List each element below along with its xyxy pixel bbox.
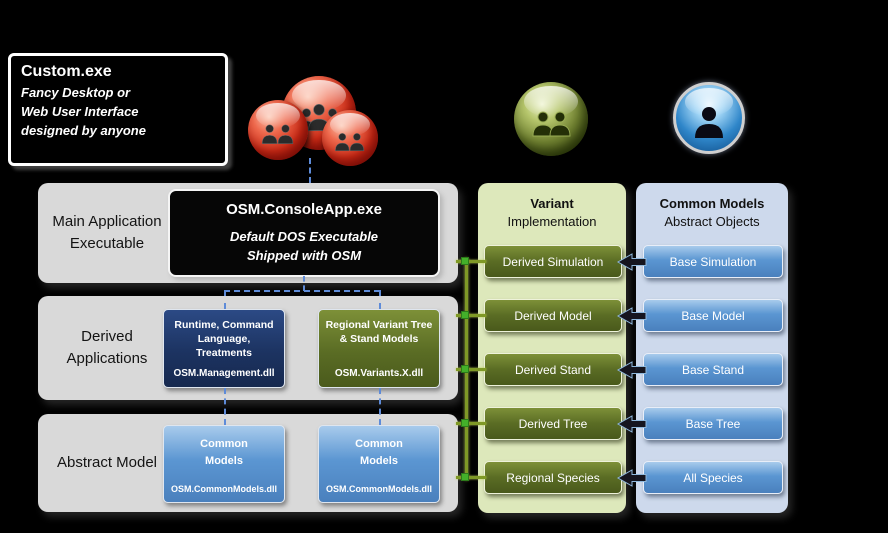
common-models-dll-name: OSM.CommonModels.dll bbox=[325, 484, 432, 494]
abstract-model-row: Abstract Model Common Models OSM.CommonM… bbox=[38, 414, 458, 512]
variant-column-subtitle: Implementation bbox=[507, 214, 597, 229]
common-models-column: Common Models Abstract Objects bbox=[636, 183, 788, 513]
green-node-square bbox=[461, 257, 469, 265]
connector-users-to-console bbox=[309, 158, 311, 183]
connector-branch-left bbox=[224, 290, 226, 309]
variant-item-regional-species: Regional Species bbox=[484, 461, 622, 494]
abstract-model-label: Abstract Model bbox=[56, 454, 158, 472]
inheritance-arrow bbox=[616, 253, 647, 271]
green-node-square bbox=[461, 419, 469, 427]
common-column-subtitle: Abstract Objects bbox=[664, 214, 760, 229]
derived-applications-label: Derived Applications bbox=[66, 328, 148, 367]
common-models-box-left: Common Models OSM.CommonModels.dll bbox=[163, 425, 285, 503]
derived-applications-row: Derived Applications Runtime, Command La… bbox=[38, 296, 458, 400]
common-item-all-species: All Species bbox=[643, 461, 783, 494]
custom-exe-line: Web User Interface bbox=[21, 103, 139, 119]
connector-variants-to-common bbox=[379, 388, 381, 425]
variant-column-title: Variant bbox=[530, 196, 574, 211]
inheritance-arrow bbox=[616, 307, 647, 325]
variant-item-derived-stand: Derived Stand bbox=[484, 353, 622, 386]
common-models-box-right: Common Models OSM.CommonModels.dll bbox=[318, 425, 440, 503]
green-stub bbox=[456, 422, 486, 425]
inheritance-arrow bbox=[616, 415, 647, 433]
variant-item-derived-model: Derived Model bbox=[484, 299, 622, 332]
variant-implementation-column: Variant Implementation bbox=[478, 183, 626, 513]
common-models-title: Common Models bbox=[200, 438, 248, 467]
connector-branch-horizontal bbox=[224, 290, 380, 292]
variants-dll-name: OSM.Variants.X.dll bbox=[334, 368, 424, 379]
custom-exe-line: designed by anyone bbox=[21, 122, 146, 138]
connector-console-down bbox=[303, 276, 305, 291]
green-node-square bbox=[461, 473, 469, 481]
green-stub bbox=[456, 314, 486, 317]
custom-exe-line: Fancy Desktop or bbox=[21, 85, 131, 100]
management-dll-box: Runtime, Command Language, Treatments OS… bbox=[163, 309, 285, 388]
green-node-square bbox=[461, 311, 469, 319]
inheritance-arrow bbox=[616, 361, 647, 379]
custom-exe-title: Custom.exe bbox=[21, 63, 112, 80]
management-dll-title: Runtime, Command Language, Treatments bbox=[174, 319, 274, 360]
users-silhouette bbox=[261, 124, 294, 145]
main-application-label: Main Application Executable bbox=[52, 213, 162, 252]
users-silhouette bbox=[532, 111, 571, 137]
console-app-subtitle: Shipped with OSM bbox=[246, 248, 362, 263]
main-application-row: Main Application Executable OSM.ConsoleA… bbox=[38, 183, 458, 283]
green-stub bbox=[456, 476, 486, 479]
green-node-square bbox=[461, 365, 469, 373]
users-pair-green-icon bbox=[514, 82, 588, 156]
variants-dll-title: Regional Variant Tree & Stand Models bbox=[325, 319, 433, 346]
console-app-title: OSM.ConsoleApp.exe bbox=[226, 200, 382, 218]
variant-item-derived-simulation: Derived Simulation bbox=[484, 245, 622, 278]
common-models-title: Common Models bbox=[355, 438, 403, 467]
variants-dll-box: Regional Variant Tree & Stand Models OSM… bbox=[318, 309, 440, 388]
console-app-box: OSM.ConsoleApp.exe Default DOS Executabl… bbox=[168, 189, 440, 277]
common-models-dll-name: OSM.CommonModels.dll bbox=[170, 484, 277, 494]
common-column-title: Common Models bbox=[659, 196, 765, 211]
inheritance-arrow bbox=[616, 469, 647, 487]
variant-item-derived-tree: Derived Tree bbox=[484, 407, 622, 440]
management-dll-name: OSM.Management.dll bbox=[173, 368, 275, 379]
users-silhouette bbox=[335, 133, 365, 152]
custom-exe-box: Custom.exe Fancy Desktop or Web User Int… bbox=[8, 53, 228, 166]
green-stub bbox=[456, 368, 486, 371]
console-app-subtitle: Default DOS Executable bbox=[229, 228, 379, 244]
green-stub bbox=[456, 260, 486, 263]
common-item-base-model: Base Model bbox=[643, 299, 783, 332]
users-group-red-icon bbox=[322, 110, 378, 166]
connector-branch-right bbox=[379, 290, 381, 309]
common-item-base-tree: Base Tree bbox=[643, 407, 783, 440]
users-group-red-icon bbox=[248, 100, 308, 160]
common-item-base-stand: Base Stand bbox=[643, 353, 783, 386]
user-silhouette bbox=[695, 106, 723, 138]
user-blue-icon bbox=[673, 82, 745, 154]
connector-management-to-common bbox=[224, 388, 226, 425]
common-item-base-simulation: Base Simulation bbox=[643, 245, 783, 278]
